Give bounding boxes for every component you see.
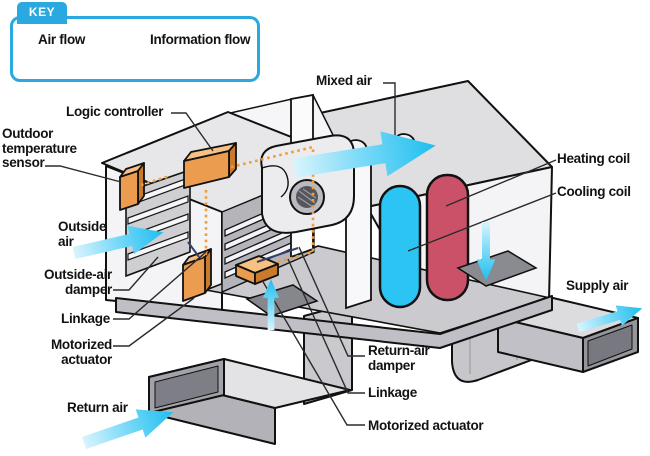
information-flow-line xyxy=(230,145,315,264)
return-air-label: Return air xyxy=(67,400,128,415)
outside-air-damper-louvres xyxy=(125,168,191,278)
outdoor-temperature-sensor-box xyxy=(119,162,145,211)
key-information-flow-label: Information flow xyxy=(150,32,251,47)
heating-coil-label: Heating coil xyxy=(557,151,630,166)
leader-lines xyxy=(45,82,557,426)
information-flow-line xyxy=(194,190,208,262)
linkage-left-label: Linkage xyxy=(61,311,110,326)
information-flow-line xyxy=(140,174,171,187)
information-flow-lines xyxy=(140,145,315,264)
motorized-actuator-right-label: Motorized actuator xyxy=(368,418,484,433)
supply-air-label: Supply air xyxy=(566,278,629,293)
cabinet-base xyxy=(115,295,553,349)
cooling-coil xyxy=(378,184,422,309)
mixed-air-label: Mixed air xyxy=(316,73,372,88)
outside-air-damper-label: Outside-air damper xyxy=(44,267,112,297)
outside-air-label: Outside air xyxy=(58,219,107,249)
logic-controller-box xyxy=(183,142,237,189)
heating-coil xyxy=(425,173,470,302)
return-air-motorized-actuator xyxy=(235,255,279,285)
return-air-damper-label: Return-air damper xyxy=(368,343,430,373)
return-air-linkage-rod xyxy=(256,247,299,263)
cooling-coil-label: Cooling coil xyxy=(557,184,631,199)
key-air-flow-label: Air flow xyxy=(38,32,86,47)
supply-air-floor-opening xyxy=(456,250,538,287)
motorized-actuator-left-label: Motorized actuator xyxy=(50,337,112,367)
outdoor-temperature-sensor-label: Outdoor temperature sensor xyxy=(2,126,77,171)
return-air-floor-opening xyxy=(245,284,319,317)
blower-fan xyxy=(260,134,355,234)
outside-air-linkage-rod xyxy=(187,241,200,258)
key-panel xyxy=(10,16,260,82)
key-tab: KEY xyxy=(17,2,67,24)
logic-controller-label: Logic controller xyxy=(66,104,164,119)
linkage-right-label: Linkage xyxy=(368,385,417,400)
